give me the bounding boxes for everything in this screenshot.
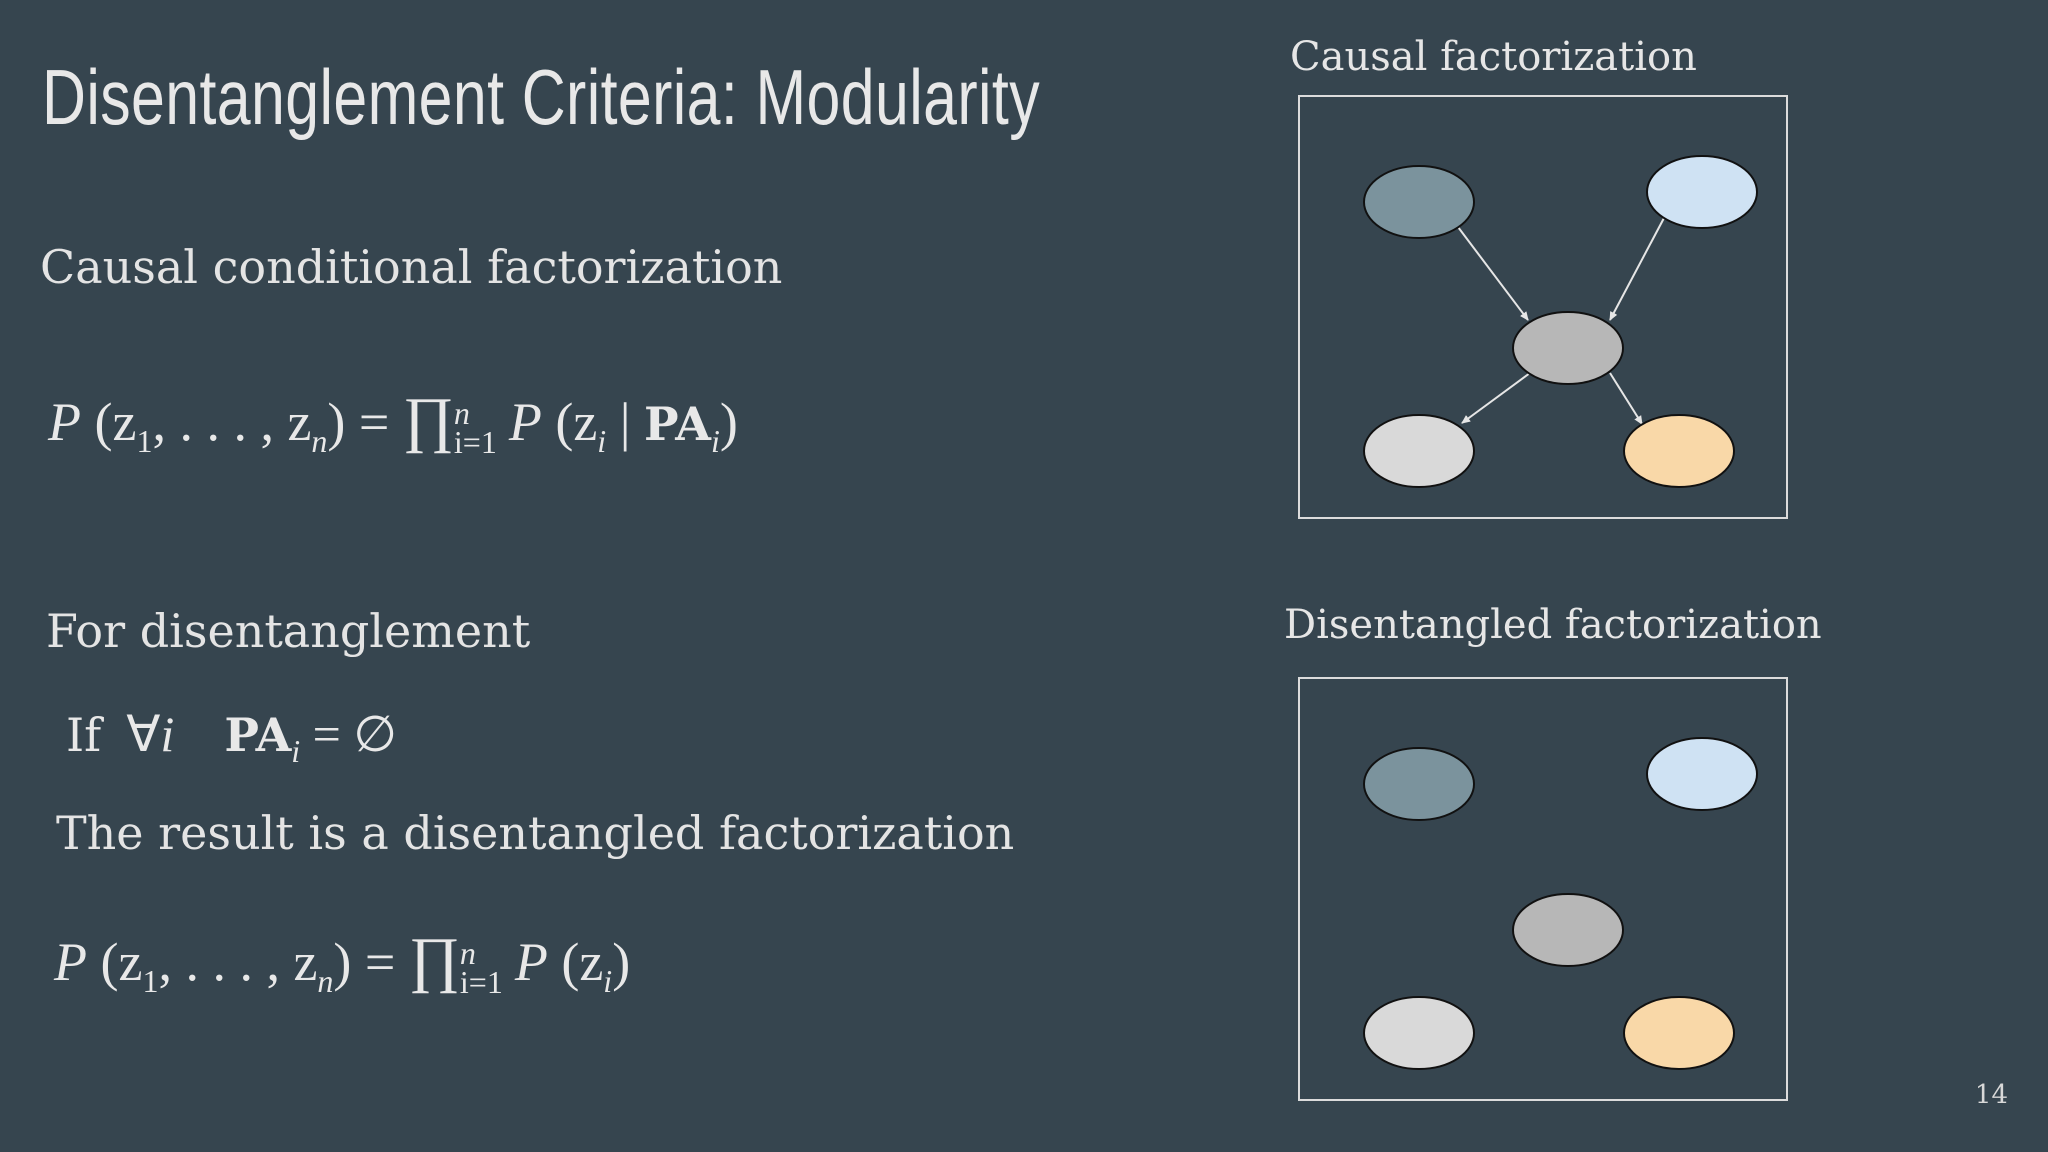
- disentangled-diagram-label: Disentangled factorization: [1284, 602, 1822, 648]
- result-text: The result is a disentangled factorizati…: [56, 806, 1015, 860]
- eq1-product-upper: n: [453, 394, 470, 431]
- node-lightgray: [1363, 414, 1475, 488]
- disentangled-graph-svg: [1363, 737, 1758, 1070]
- node-peach: [1623, 996, 1735, 1070]
- edge-center-to-lightgray: [1461, 372, 1531, 424]
- causal-factorization-heading: Causal conditional factorization: [40, 240, 783, 294]
- node-slate: [1363, 165, 1475, 239]
- node-lightblue: [1646, 155, 1758, 229]
- node-lightblue: [1646, 737, 1758, 811]
- edge-center-to-peach: [1609, 372, 1643, 425]
- eq1-product-lower: i=1: [453, 423, 497, 460]
- causal-graph-svg: [1363, 155, 1758, 488]
- edge-slate-to-center: [1457, 226, 1529, 321]
- node-slate: [1363, 747, 1475, 821]
- disentangled-factorization-diagram: [1298, 677, 1788, 1101]
- edge-lightblue-to-center: [1609, 217, 1665, 321]
- node-lightgray: [1363, 996, 1475, 1070]
- page-number: 14: [1974, 1080, 2008, 1110]
- node-center-gray: [1512, 311, 1624, 385]
- slide-title: Disentanglement Criteria: Modularity: [42, 53, 1041, 141]
- disentanglement-heading: For disentanglement: [46, 604, 531, 658]
- causal-factorization-diagram: [1298, 95, 1788, 519]
- node-center-gray: [1512, 893, 1624, 967]
- causal-diagram-label: Causal factorization: [1290, 34, 1697, 80]
- eq3-product-lower: i=1: [459, 963, 503, 1000]
- disentanglement-condition: If ∀i PAi = ∅: [66, 706, 397, 769]
- eq3-product-upper: n: [459, 934, 476, 971]
- node-peach: [1623, 414, 1735, 488]
